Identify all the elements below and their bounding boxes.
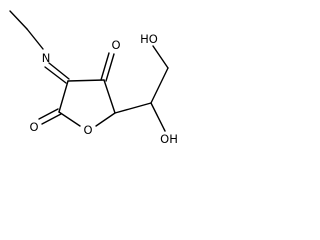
bond-lactone-double-b <box>41 113 62 125</box>
bond-lactone-double-a <box>38 108 59 120</box>
nitrogen-atom-label: N <box>42 51 51 65</box>
lactone-carbonyl-oxygen-label: O <box>29 120 38 134</box>
bond-side-carbon-lower-oh <box>150 102 166 132</box>
bond-side-carbon-ch2 <box>150 67 169 104</box>
bond-ketone-double-a <box>100 52 110 81</box>
bond-c4-c5 <box>103 79 116 114</box>
bond-ethyl-nitrogen <box>26 28 44 50</box>
lower-hydroxyl-label-group: OH <box>160 132 178 146</box>
bond-c2-c3 <box>58 80 69 113</box>
bond-c5-side-carbon <box>114 102 152 114</box>
bond-ring-oxygen-c2 <box>58 111 81 127</box>
lactone-oxygen-label-group: O <box>29 120 38 134</box>
ketone-oxygen-label: O <box>111 38 120 52</box>
ketone-oxygen-label-group: O <box>111 38 120 52</box>
bond-imine-double-a <box>44 66 67 84</box>
bond-ch2-upper-oh <box>152 45 169 69</box>
bond-ketone-double-b <box>105 53 115 82</box>
lower-hydroxyl-label: OH <box>160 132 178 146</box>
ring-oxygen-label: O <box>83 123 92 137</box>
ring-oxygen-label-group: O <box>83 123 92 137</box>
bond-imine-double-b <box>48 62 70 80</box>
bond-methyl-ethyl <box>9 10 28 30</box>
nitrogen-label-group: N <box>42 51 51 65</box>
bond-c3-c4 <box>67 79 105 82</box>
chemical-structure-diagram: N O O O HO OH <box>9 10 178 146</box>
upper-hydroxyl-label: HO <box>140 32 158 46</box>
upper-hydroxyl-label-group: HO <box>140 32 158 46</box>
bond-c5-ring-oxygen <box>95 112 116 127</box>
